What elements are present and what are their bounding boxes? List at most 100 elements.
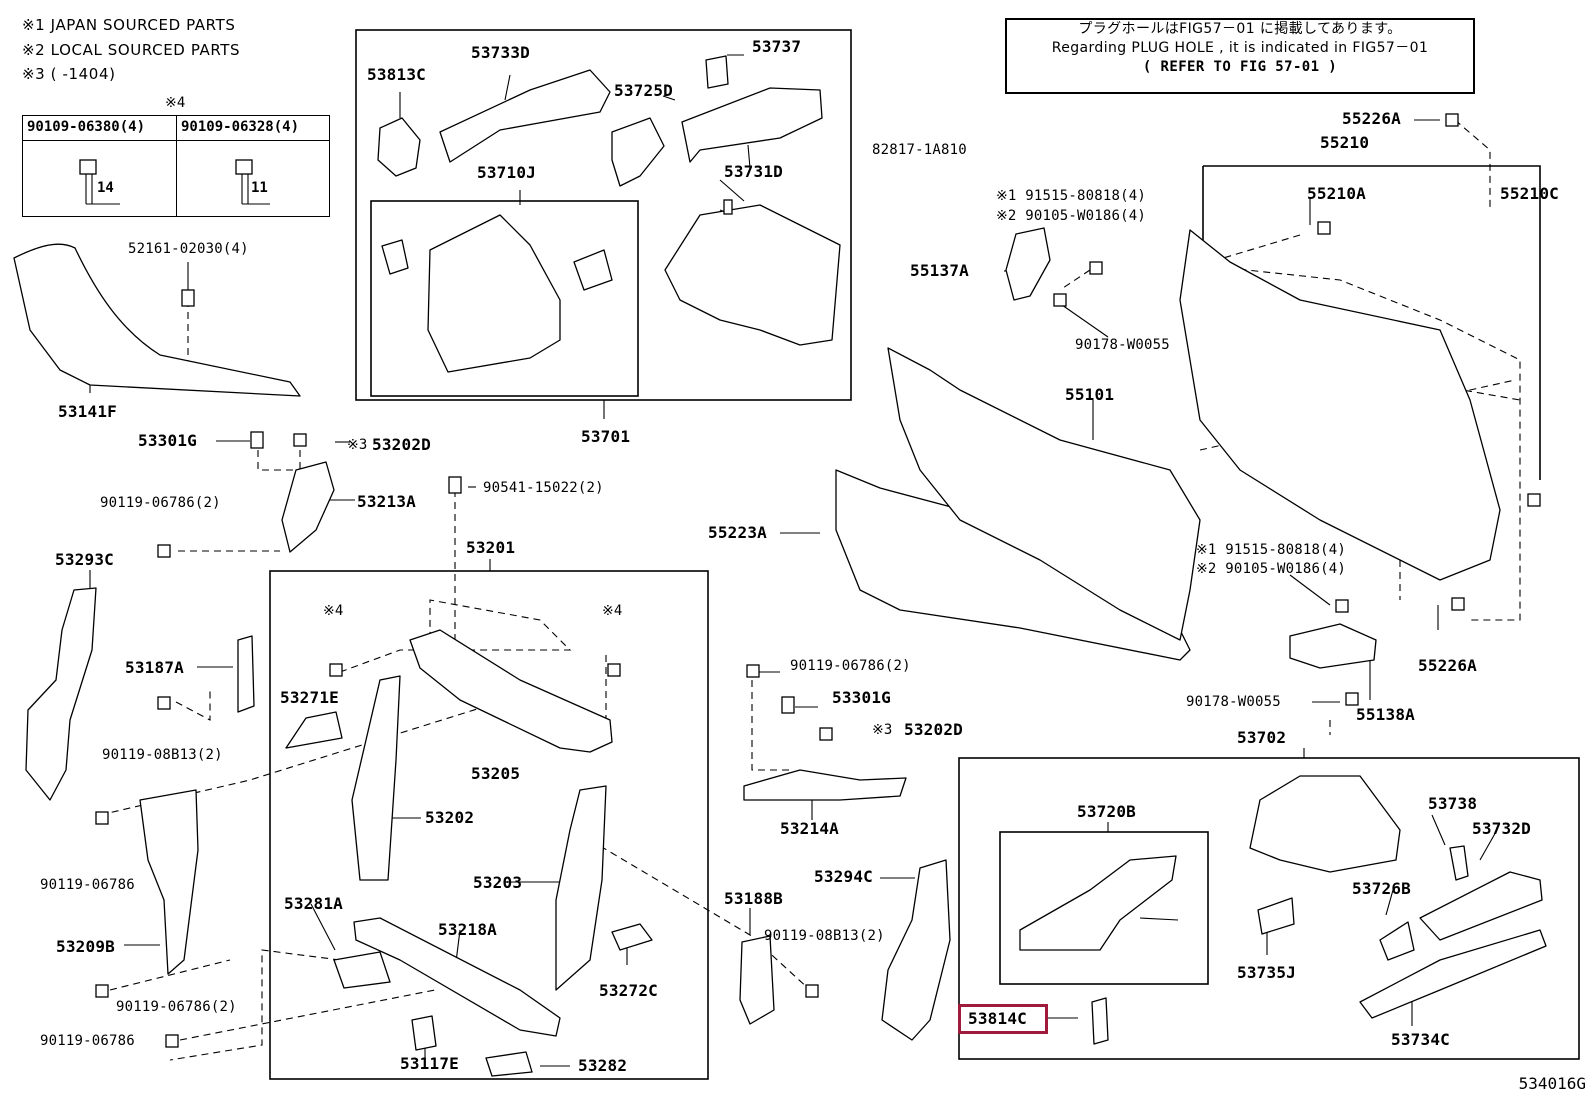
part-label-90119-08B13-2[interactable]: 90119-08B13(2) xyxy=(102,747,223,763)
part-label-53294C[interactable]: 53294C xyxy=(814,867,873,886)
part-label-55138A[interactable]: 55138A xyxy=(1356,705,1415,724)
part-label-53737[interactable]: 53737 xyxy=(752,37,802,56)
part-label-55223A[interactable]: 55223A xyxy=(708,523,767,542)
part-label-53293C[interactable]: 53293C xyxy=(55,550,114,569)
part-label-90119-06786[interactable]: 90119-06786 xyxy=(40,877,135,893)
fastener-left-part[interactable]: 90109-06380(4) xyxy=(27,119,146,135)
part-label-90119-06786-2[interactable]: 90119-06786(2) xyxy=(116,999,237,1015)
part-label-53271E[interactable]: 53271E xyxy=(280,688,339,707)
part-label-53205[interactable]: 53205 xyxy=(471,764,521,783)
part-label-82817-1A810[interactable]: 82817-1A810 xyxy=(872,142,967,158)
part-label-53738[interactable]: 53738 xyxy=(1428,794,1478,813)
part-drawing-53814C xyxy=(1091,997,1109,1045)
bolt-icon xyxy=(1451,597,1465,611)
part-label-91515-80818[interactable]: ※1 91515-80818(4) xyxy=(996,188,1146,204)
bolt-icon xyxy=(1089,261,1103,275)
group-box-53201 xyxy=(269,570,709,1080)
part-label-90178-W0055[interactable]: 90178-W0055 xyxy=(1075,337,1170,353)
part-label-53732D[interactable]: 53732D xyxy=(1472,819,1531,838)
bracket-55210 xyxy=(1202,165,1541,480)
part-label-55101[interactable]: 55101 xyxy=(1065,385,1115,404)
part-label-53301G[interactable]: 53301G xyxy=(832,688,891,707)
part-drawing-55137A xyxy=(1005,227,1051,301)
part-label-53720B[interactable]: 53720B xyxy=(1077,802,1136,821)
part-label-53731D[interactable]: 53731D xyxy=(724,162,783,181)
part-label-90119-08B13-2[interactable]: 90119-08B13(2) xyxy=(764,928,885,944)
part-label-53187A[interactable]: 53187A xyxy=(125,658,184,677)
part-label-53214A[interactable]: 53214A xyxy=(780,819,839,838)
part-drawing-53702-apron xyxy=(1249,775,1401,873)
part-label-52161-02030[interactable]: 52161-02030(4) xyxy=(128,241,249,257)
bolt-icon xyxy=(746,664,760,678)
part-drawing-53205 xyxy=(409,629,613,753)
part-label-53702[interactable]: 53702 xyxy=(1237,728,1287,747)
fastener-left-dim: 14 xyxy=(97,180,114,196)
part-label-53203[interactable]: 53203 xyxy=(473,873,523,892)
bolt-icon xyxy=(1527,493,1541,507)
part-label-90119-06786[interactable]: 90119-06786 xyxy=(40,1033,135,1049)
part-label-53209B[interactable]: 53209B xyxy=(56,937,115,956)
part-mark-4: ※4 xyxy=(323,603,344,619)
part-label-55226A[interactable]: 55226A xyxy=(1342,109,1401,128)
bolt-icon xyxy=(805,984,819,998)
part-drawing-53187A xyxy=(237,635,255,713)
part-label-53725D[interactable]: 53725D xyxy=(614,81,673,100)
part-label-53710J[interactable]: 53710J xyxy=(477,163,536,182)
nut-icon xyxy=(1345,692,1359,706)
part-label-53188B[interactable]: 53188B xyxy=(724,889,783,908)
part-label-90119-06786-2[interactable]: 90119-06786(2) xyxy=(100,495,221,511)
part-label-90119-06786-2[interactable]: 90119-06786(2) xyxy=(790,658,911,674)
part-drawing-53710J xyxy=(427,214,561,373)
bolt-icon xyxy=(165,1034,179,1048)
part-label-53202D[interactable]: 53202D xyxy=(372,435,431,454)
part-label-53733D[interactable]: 53733D xyxy=(471,43,530,62)
fastener-right-part[interactable]: 90109-06328(4) xyxy=(181,119,300,135)
part-label-53141F[interactable]: 53141F xyxy=(58,402,117,421)
part-label-53726B[interactable]: 53726B xyxy=(1352,879,1411,898)
part-label-90105-W0186[interactable]: ※2 90105-W0186(4) xyxy=(996,208,1146,224)
bolt-icon xyxy=(79,159,97,175)
bolt-icon xyxy=(1445,113,1459,127)
part-label-53301G[interactable]: 53301G xyxy=(138,431,197,450)
cushion-icon xyxy=(781,696,795,714)
part-label-55210C[interactable]: 55210C xyxy=(1500,184,1559,203)
part-label-55210A[interactable]: 55210A xyxy=(1307,184,1366,203)
fastener-table: 90109-06380(4) 90109-06328(4) 14 11 xyxy=(22,115,330,217)
part-label-53281A[interactable]: 53281A xyxy=(284,894,343,913)
part-label-53814C[interactable]: 53814C xyxy=(968,1009,1027,1028)
part-drawing-53735J xyxy=(1257,897,1295,935)
part-label-90541-15022[interactable]: 90541-15022(2) xyxy=(483,480,604,496)
part-label-53735J[interactable]: 53735J xyxy=(1237,963,1296,982)
part-label-55226A[interactable]: 55226A xyxy=(1418,656,1477,675)
part-label-53813C[interactable]: 53813C xyxy=(367,65,426,84)
part-drawing-53202 xyxy=(351,675,401,881)
part-label-53218A[interactable]: 53218A xyxy=(438,920,497,939)
bolt-icon xyxy=(819,727,833,741)
part-label-90105-W0186[interactable]: ※2 90105-W0186(4) xyxy=(1196,561,1346,577)
part-label-53272C[interactable]: 53272C xyxy=(599,981,658,1000)
part-label-53734C[interactable]: 53734C xyxy=(1391,1030,1450,1049)
bolt-icon xyxy=(181,289,195,307)
part-label-55210[interactable]: 55210 xyxy=(1320,133,1370,152)
part-label-90178-W0055[interactable]: 90178-W0055 xyxy=(1186,694,1281,710)
part-drawing-53218A xyxy=(353,917,561,1037)
bolt-icon xyxy=(607,663,621,677)
part-label-53701[interactable]: 53701 xyxy=(581,427,631,446)
part-label-53202[interactable]: 53202 xyxy=(425,808,475,827)
bolt-icon xyxy=(1335,599,1349,613)
part-label-91515-80818[interactable]: ※1 91515-80818(4) xyxy=(1196,542,1346,558)
group-box-53710J xyxy=(370,200,639,397)
part-label-55137A[interactable]: 55137A xyxy=(910,261,969,280)
figure-id: 534016G xyxy=(1518,1074,1586,1093)
part-label-53282[interactable]: 53282 xyxy=(578,1056,628,1075)
part-drawing-53141F xyxy=(13,243,301,397)
part-label-53201[interactable]: 53201 xyxy=(466,538,516,557)
cushion-icon xyxy=(250,431,264,449)
part-label-53213A[interactable]: 53213A xyxy=(357,492,416,511)
part-label-53202D[interactable]: 53202D xyxy=(904,720,963,739)
bolt-icon xyxy=(1317,221,1331,235)
part-label-53117E[interactable]: 53117E xyxy=(400,1054,459,1073)
part-drawing-53271E xyxy=(285,711,343,749)
nut-icon xyxy=(1053,293,1067,307)
bolt-icon xyxy=(329,663,343,677)
